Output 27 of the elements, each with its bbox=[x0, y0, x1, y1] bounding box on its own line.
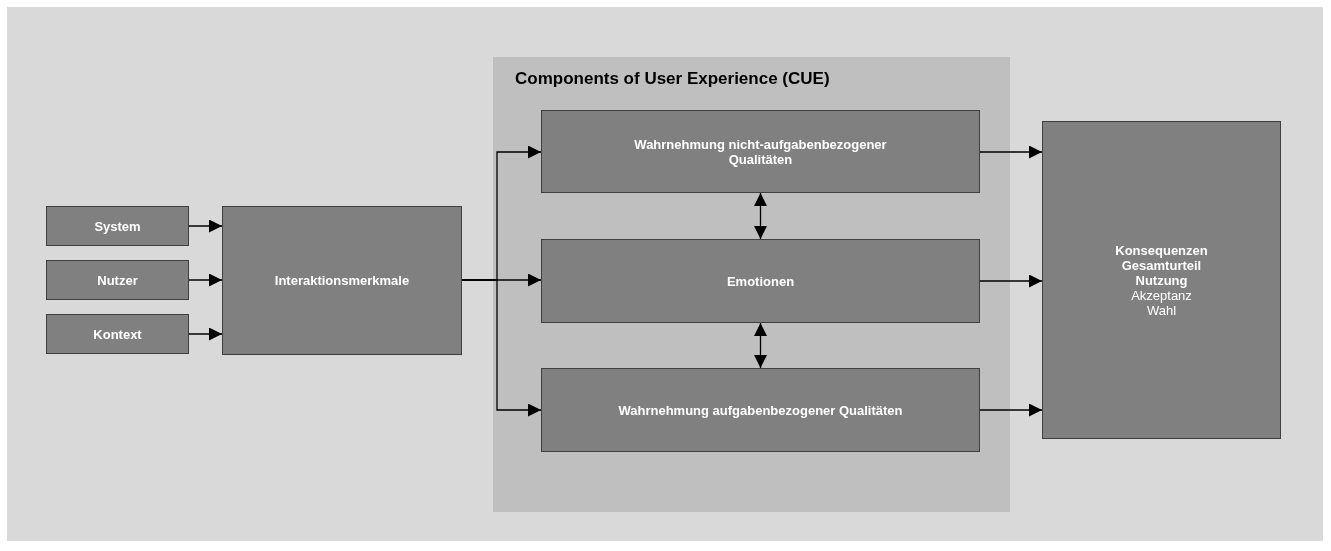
box-label: System bbox=[94, 218, 141, 234]
box-label: Interaktionsmerkmale bbox=[274, 273, 410, 288]
process-box bbox=[46, 314, 189, 354]
arrow bbox=[188, 273, 223, 287]
group-panel bbox=[493, 57, 1010, 512]
arrow bbox=[979, 274, 1043, 288]
arrow bbox=[754, 322, 767, 369]
box-label: Kontext bbox=[93, 326, 142, 342]
arrow bbox=[979, 403, 1043, 417]
process-box bbox=[541, 239, 980, 323]
outcome-box bbox=[1042, 121, 1281, 439]
box-label: Nutzer bbox=[97, 272, 138, 288]
arrow bbox=[979, 145, 1043, 159]
process-box bbox=[222, 206, 462, 355]
box-label: Emotionen bbox=[726, 273, 795, 289]
process-box bbox=[541, 368, 980, 452]
box-label: Wahrnehmung nicht-aufgabenbezogener Qualitäten bbox=[633, 136, 888, 167]
process-box bbox=[541, 110, 980, 193]
panel-title: Components of User Experience (CUE) bbox=[515, 69, 830, 89]
arrow bbox=[188, 219, 223, 233]
box-label: Konsequenzen Gesamturteil Nutzung Akzeptanz Wahl bbox=[1115, 242, 1208, 318]
process-box bbox=[46, 260, 189, 300]
arrow bbox=[754, 192, 767, 240]
box-label: Wahrnehmung aufgabenbezogener Qualitäten bbox=[618, 402, 903, 418]
process-box bbox=[46, 206, 189, 246]
arrow bbox=[188, 327, 223, 341]
arrow bbox=[461, 279, 542, 417]
